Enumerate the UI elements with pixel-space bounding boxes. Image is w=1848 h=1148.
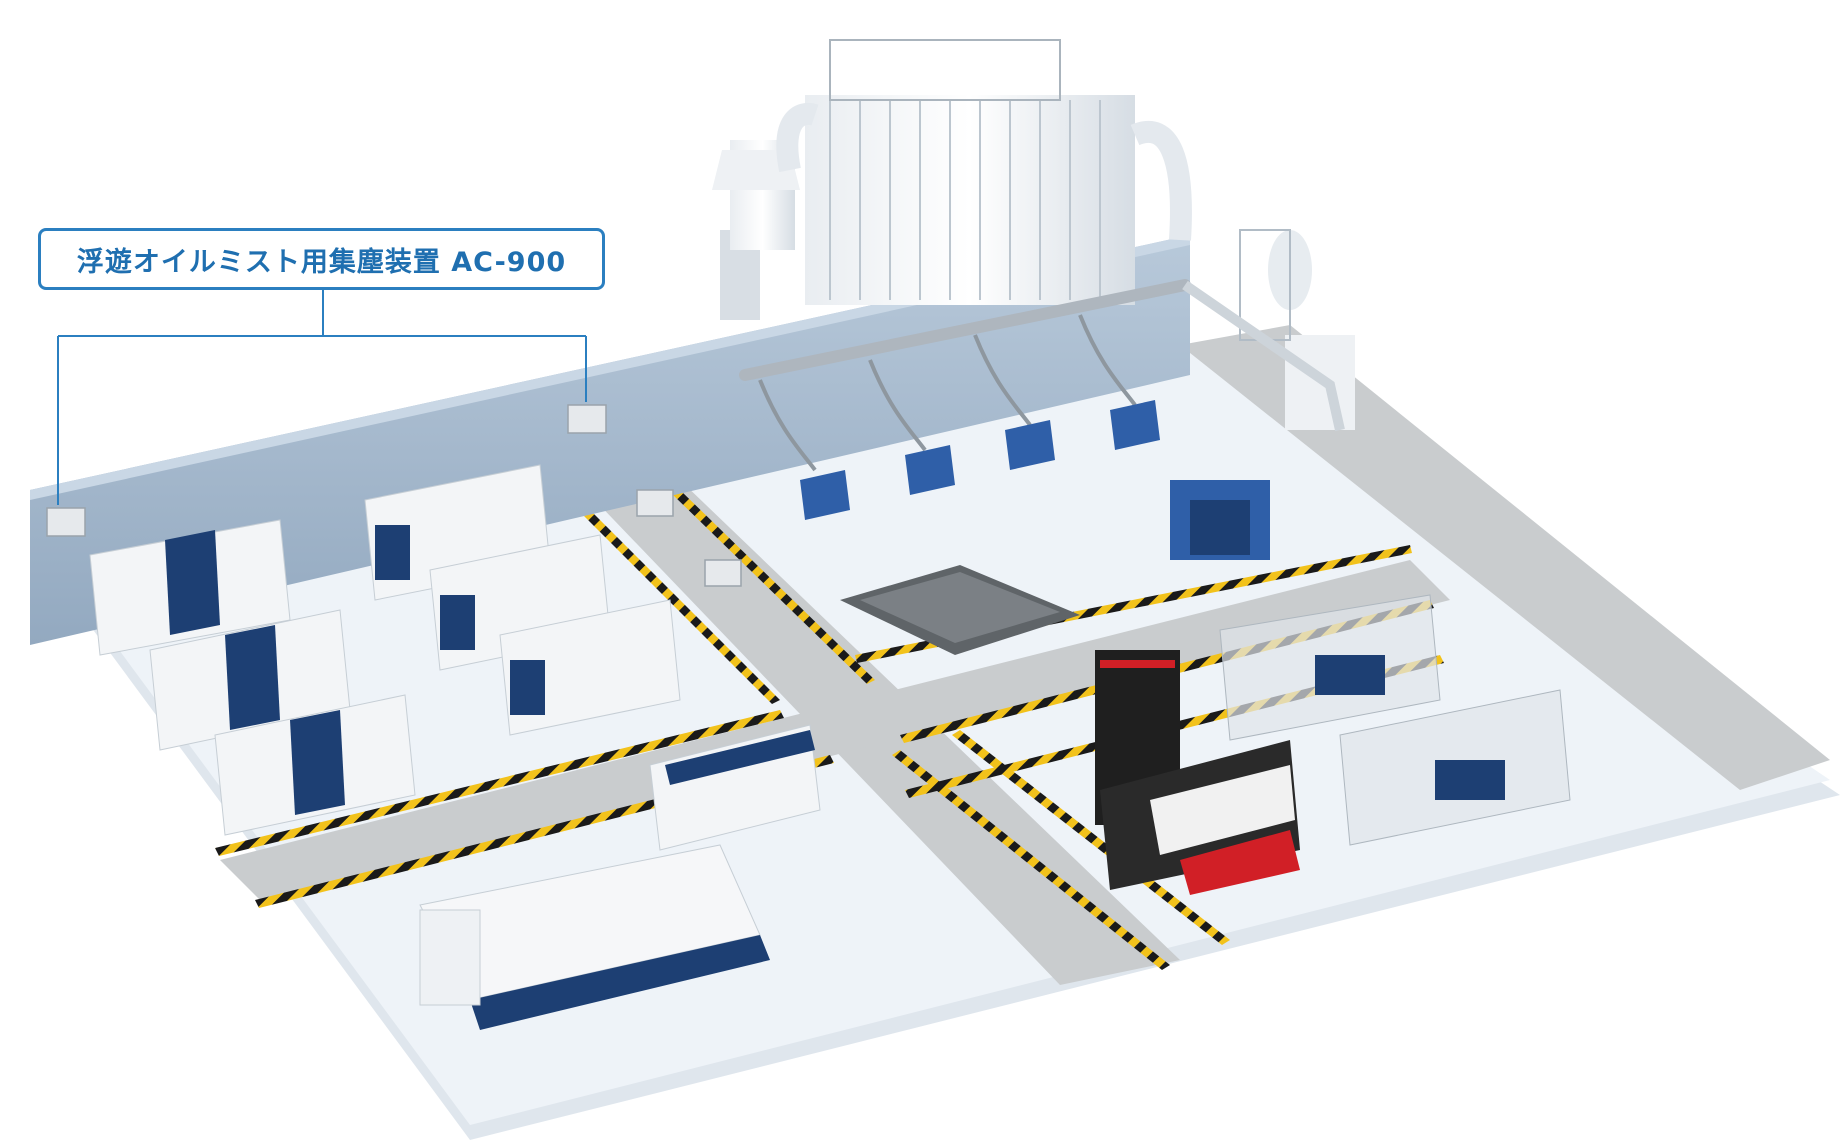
ac900-unit bbox=[46, 507, 86, 537]
hazard-stripes bbox=[215, 490, 1444, 970]
welding-plate bbox=[840, 565, 1080, 655]
ac900-unit bbox=[567, 404, 607, 434]
ac900-unit bbox=[636, 489, 674, 517]
cnc-machines bbox=[89, 464, 681, 836]
exhaust-duct bbox=[739, 279, 1345, 472]
ac900-units bbox=[46, 404, 742, 587]
ac900-callout-label: 浮遊オイルミスト用集塵装置 AC-900 bbox=[76, 246, 567, 278]
ac900-callout: 浮遊オイルミスト用集塵装置 AC-900 bbox=[38, 228, 605, 290]
ac900-unit bbox=[704, 559, 742, 587]
dust-collector-tower bbox=[712, 39, 1192, 320]
press-brake bbox=[649, 724, 821, 851]
cyclone-silo bbox=[1239, 229, 1355, 430]
robot-welding-cells bbox=[1219, 594, 1571, 846]
turret-punch bbox=[1095, 650, 1300, 895]
laser-cutter bbox=[419, 844, 770, 1030]
callout-leader bbox=[57, 290, 587, 505]
welding-booths bbox=[800, 400, 1270, 560]
